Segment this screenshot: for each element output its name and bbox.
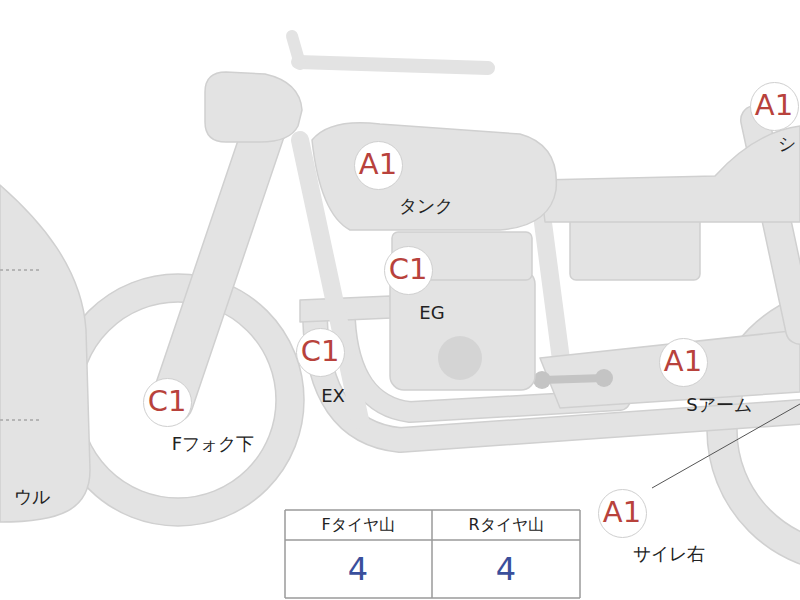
grade-code: C1 bbox=[148, 387, 187, 416]
fairing bbox=[0, 185, 90, 522]
part-name: Sアーム bbox=[686, 395, 751, 415]
table-cell: Fタイヤ山 bbox=[321, 516, 394, 534]
front-fork bbox=[172, 118, 268, 402]
grade-code: C1 bbox=[301, 337, 340, 366]
leader-line bbox=[652, 404, 800, 488]
grade-circle: C1Fフォク下 bbox=[143, 378, 192, 427]
tire-table bbox=[285, 510, 580, 598]
part-name: Fフォク下 bbox=[172, 434, 254, 454]
part-name: シ bbox=[778, 134, 796, 154]
grade-circle: A1サイレ右 bbox=[598, 489, 647, 538]
part-name: EG bbox=[419, 303, 444, 323]
grade-code: A1 bbox=[664, 347, 702, 376]
grade-code: A1 bbox=[603, 498, 641, 527]
grade-circle: C1EX bbox=[296, 328, 345, 377]
table-cell: Rタイヤ山 bbox=[468, 516, 543, 534]
table-cell: 4 bbox=[496, 552, 516, 587]
swing-arm bbox=[540, 330, 800, 408]
handlebar bbox=[298, 62, 488, 68]
seat bbox=[540, 126, 800, 222]
grade-circle: A1シ bbox=[750, 82, 799, 131]
part-name: タンク bbox=[399, 196, 453, 216]
grade-code: C1 bbox=[389, 255, 428, 284]
headlight bbox=[205, 72, 302, 142]
grade-code: A1 bbox=[359, 150, 397, 179]
part-name: ウル bbox=[14, 487, 50, 507]
grade-circle: A1タンク bbox=[354, 141, 403, 190]
fuel-tank bbox=[312, 123, 556, 230]
grade-circle: A1Sアーム bbox=[659, 338, 708, 387]
table-cell: 4 bbox=[348, 552, 368, 587]
grade-circle: C1EG bbox=[384, 246, 433, 295]
grade-code: A1 bbox=[755, 91, 793, 120]
part-name: EX bbox=[321, 386, 345, 406]
part-name: サイレ右 bbox=[633, 544, 705, 564]
